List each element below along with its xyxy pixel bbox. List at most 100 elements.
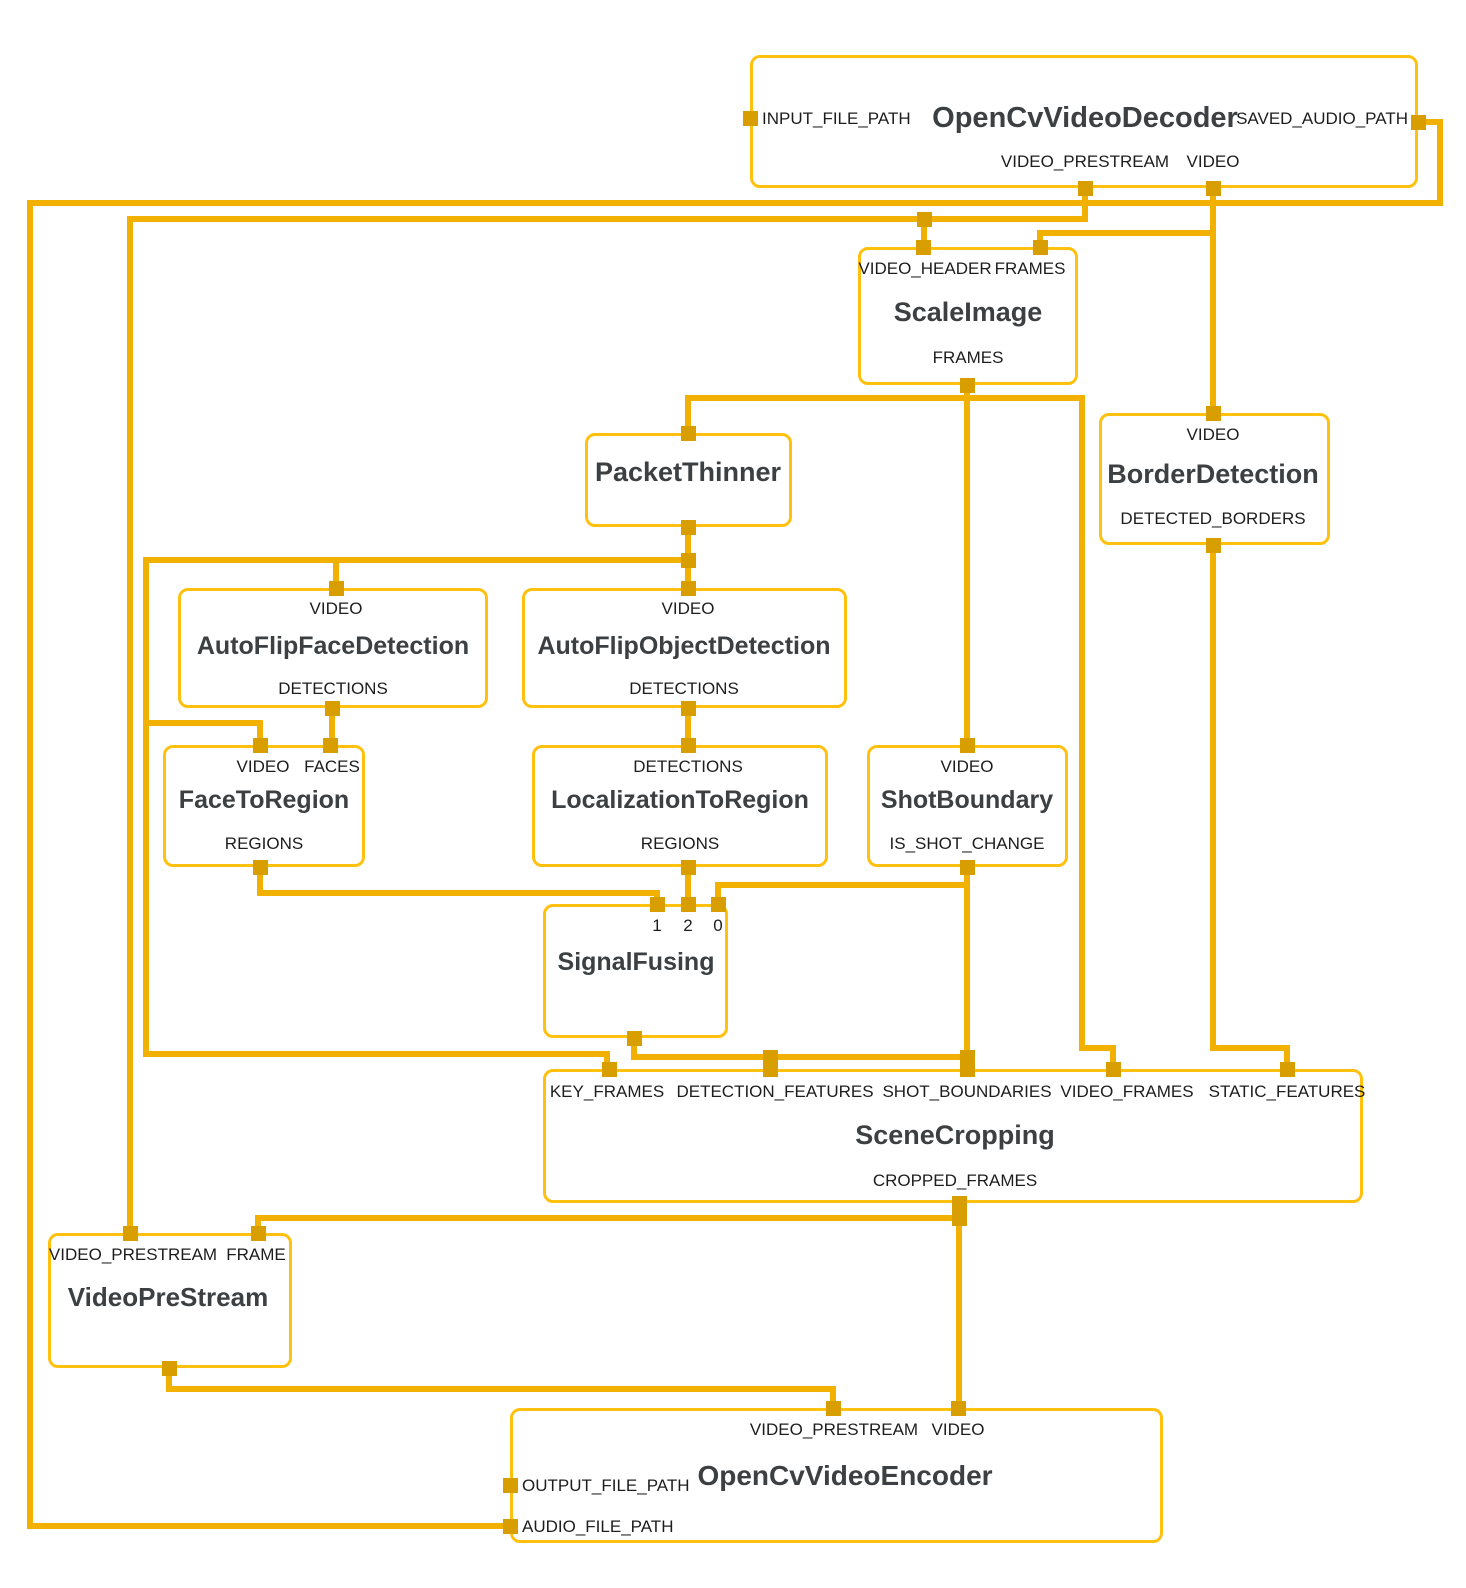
port-label-scene-cropping-shot_boundaries: SHOT_BOUNDARIES — [882, 1082, 1052, 1101]
port-opencv-video-decoder[interactable] — [1077, 180, 1093, 196]
port-scale-image[interactable] — [915, 239, 931, 255]
edge-face-detections-to-faces — [329, 705, 335, 748]
edge-face-regions-to-fusing-1 — [257, 864, 263, 896]
port-localization-to-region[interactable] — [680, 859, 696, 875]
port-opencv-video-decoder[interactable] — [1410, 114, 1426, 130]
port-scene-cropping[interactable] — [601, 1061, 617, 1077]
edge-object-detections-to-localization — [685, 705, 691, 748]
port-shot-boundary[interactable] — [959, 859, 975, 875]
port-label-border-detection-video: VIDEO — [1186, 425, 1240, 444]
port-label-scene-cropping-static_features: STATIC_FEATURES — [1208, 1082, 1366, 1101]
port-face-to-region[interactable] — [252, 737, 268, 753]
node-title-signal-fusing: SignalFusing — [557, 947, 715, 976]
port-video-pre-stream[interactable] — [250, 1225, 266, 1241]
port-shot-boundary[interactable] — [959, 737, 975, 753]
node-localization-to-region[interactable] — [532, 745, 828, 867]
port-border-detection[interactable] — [1205, 537, 1221, 553]
node-title-localization-to-region: LocalizationToRegion — [551, 785, 809, 814]
port-autoflip-face-detection[interactable] — [324, 700, 340, 716]
port-label-shot-boundary-is_shot_change: IS_SHOT_CHANGE — [889, 834, 1045, 853]
port-label-video-pre-stream-video_prestream: VIDEO_PRESTREAM — [48, 1245, 218, 1264]
port-opencv-video-encoder[interactable] — [950, 1400, 966, 1416]
edge-scaled-frames-fanout — [1110, 1045, 1116, 1072]
port-label-border-detection-detected_borders: DETECTED_BORDERS — [1120, 509, 1306, 528]
port-signal-fusing[interactable] — [710, 896, 726, 912]
port-label-signal-fusing-0: 0 — [713, 916, 723, 935]
port-label-opencv-video-decoder-video: VIDEO — [1186, 152, 1240, 171]
port-scene-cropping[interactable] — [951, 1195, 967, 1211]
port-packet-thinner[interactable] — [680, 519, 696, 535]
port-face-to-region[interactable] — [322, 737, 338, 753]
edge-joint — [951, 1210, 967, 1226]
edge-prestream-out-to-encoder — [166, 1365, 172, 1392]
port-label-signal-fusing-2: 2 — [683, 916, 693, 935]
edge-prestream-out-to-encoder — [830, 1386, 836, 1411]
port-opencv-video-decoder[interactable] — [742, 110, 758, 126]
edge-scaled-frames-fanout — [964, 395, 1085, 401]
port-label-autoflip-object-detection-video: VIDEO — [661, 599, 715, 618]
node-title-packet-thinner: PacketThinner — [594, 456, 782, 487]
edge-saved-audio-path-to-audio-file-path — [1437, 119, 1443, 206]
port-label-opencv-video-encoder-video_prestream: VIDEO_PRESTREAM — [749, 1420, 919, 1439]
port-opencv-video-encoder[interactable] — [502, 1477, 518, 1493]
port-face-to-region[interactable] — [252, 859, 268, 875]
node-title-scale-image: ScaleImage — [893, 296, 1043, 327]
port-localization-to-region[interactable] — [680, 737, 696, 753]
edge-joint — [959, 1049, 975, 1065]
node-video-pre-stream[interactable] — [48, 1233, 292, 1368]
port-scene-cropping[interactable] — [959, 1061, 975, 1077]
port-label-opencv-video-encoder-video: VIDEO — [931, 1420, 985, 1439]
port-opencv-video-encoder[interactable] — [502, 1518, 518, 1534]
port-scene-cropping[interactable] — [1279, 1061, 1295, 1077]
port-label-autoflip-object-detection-detections: DETECTIONS — [629, 679, 739, 698]
port-signal-fusing[interactable] — [626, 1030, 642, 1046]
port-label-opencv-video-encoder-audio_file_path: AUDIO_FILE_PATH — [522, 1517, 674, 1536]
node-title-autoflip-object-detection: AutoFlipObjectDetection — [537, 631, 831, 660]
port-label-opencv-video-decoder-video_prestream: VIDEO_PRESTREAM — [1000, 152, 1170, 171]
port-label-scale-image-video_header: VIDEO_HEADER — [858, 259, 992, 278]
edge-thinned-frames-fanout — [143, 557, 149, 1057]
node-title-autoflip-face-detection: AutoFlipFaceDetection — [196, 631, 470, 660]
edge-video-to-scaleimage-and-borderdetection — [1037, 230, 1216, 236]
port-opencv-video-encoder[interactable] — [825, 1400, 841, 1416]
port-scale-image[interactable] — [959, 377, 975, 393]
port-label-face-to-region-regions: REGIONS — [224, 834, 304, 853]
port-autoflip-object-detection[interactable] — [680, 700, 696, 716]
edge-face-regions-to-fusing-1 — [257, 890, 660, 896]
port-signal-fusing[interactable] — [649, 896, 665, 912]
edge-is-shot-change-fanout — [715, 882, 721, 907]
edge-prestream-out-to-encoder — [166, 1386, 836, 1392]
node-title-opencv-video-decoder: OpenCvVideoDecoder — [932, 101, 1238, 134]
edge-thinned-frames-fanout — [333, 557, 339, 591]
edge-cropped-frames-fanout — [255, 1215, 962, 1221]
edge-fusing-out-to-detection-features — [631, 1054, 970, 1060]
edge-detected-borders-to-static-features — [1210, 1045, 1290, 1051]
port-label-autoflip-face-detection-video: VIDEO — [309, 599, 363, 618]
port-scene-cropping[interactable] — [762, 1061, 778, 1077]
port-video-pre-stream[interactable] — [122, 1225, 138, 1241]
port-scale-image[interactable] — [1032, 239, 1048, 255]
node-title-shot-boundary: ShotBoundary — [880, 785, 1054, 814]
port-autoflip-face-detection[interactable] — [328, 580, 344, 596]
edge-thinned-frames-fanout — [257, 720, 263, 748]
port-label-opencv-video-decoder-input_file_path: INPUT_FILE_PATH — [762, 109, 911, 128]
port-video-pre-stream[interactable] — [161, 1360, 177, 1376]
port-border-detection[interactable] — [1205, 405, 1221, 421]
edge-video-prestream-fanout — [127, 216, 133, 1236]
edge-localization-regions-to-fusing-2 — [685, 864, 691, 907]
port-opencv-video-decoder[interactable] — [1205, 180, 1221, 196]
node-title-opencv-video-encoder: OpenCvVideoEncoder — [697, 1460, 993, 1491]
edge-video-prestream-fanout — [127, 216, 1088, 222]
edge-saved-audio-path-to-audio-file-path — [27, 200, 1443, 206]
node-scene-cropping[interactable] — [543, 1069, 1363, 1203]
port-packet-thinner[interactable] — [680, 425, 696, 441]
port-autoflip-object-detection[interactable] — [680, 580, 696, 596]
port-label-opencv-video-decoder-saved_audio_path: SAVED_AUDIO_PATH — [1236, 109, 1408, 128]
edge-saved-audio-path-to-audio-file-path — [1415, 119, 1443, 125]
edge-video-prestream-fanout — [921, 216, 927, 250]
port-signal-fusing[interactable] — [680, 896, 696, 912]
node-scale-image[interactable] — [858, 247, 1078, 385]
port-label-scene-cropping-cropped_frames: CROPPED_FRAMES — [872, 1171, 1038, 1190]
port-scene-cropping[interactable] — [1105, 1061, 1121, 1077]
